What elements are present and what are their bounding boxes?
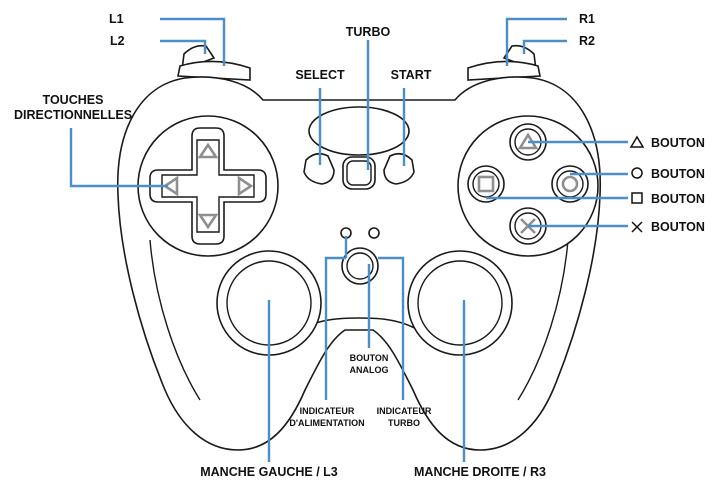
turbo-button-inner bbox=[346, 160, 372, 186]
dpad-cross[interactable] bbox=[149, 127, 267, 245]
leader-l1 bbox=[160, 17, 226, 66]
right-grip-inner-contour bbox=[517, 239, 569, 401]
left-shoulder-buttons bbox=[177, 44, 251, 81]
dpad-right-arrow-icon bbox=[237, 175, 254, 197]
circle-icon bbox=[631, 167, 643, 179]
dpad-up-arrow-icon bbox=[197, 142, 219, 159]
right-stick-label: MANCHE DROITE / R3 bbox=[414, 465, 546, 479]
turbo-indicator-label-line1: INDICATEUR bbox=[377, 406, 432, 416]
power-indicator-label-line2: D'ALIMENTATION bbox=[289, 418, 364, 428]
square-button-label: BOUTON bbox=[651, 192, 705, 206]
square-button[interactable] bbox=[467, 165, 505, 203]
cross-button-label: BOUTON bbox=[651, 220, 705, 234]
turbo-button[interactable] bbox=[342, 156, 376, 190]
square-icon bbox=[631, 192, 643, 204]
leader-r2 bbox=[522, 39, 567, 54]
leader-dpad bbox=[69, 128, 168, 188]
r2-label: R2 bbox=[579, 34, 595, 48]
leader-power bbox=[324, 236, 348, 400]
r1-bumper bbox=[467, 60, 541, 81]
select-button[interactable] bbox=[303, 152, 335, 185]
start-button[interactable] bbox=[383, 152, 415, 185]
center-bottom-contour bbox=[299, 317, 419, 331]
circle-symbol-icon bbox=[561, 175, 579, 193]
r1-label: R1 bbox=[579, 12, 595, 26]
analog-button-inner bbox=[346, 252, 374, 280]
dpad-inner bbox=[161, 139, 255, 233]
left-grip-inner-contour bbox=[149, 239, 201, 401]
leader-lines bbox=[69, 17, 628, 462]
l1-label: L1 bbox=[109, 12, 124, 26]
triangle-icon bbox=[629, 135, 645, 148]
turbo-label: TURBO bbox=[346, 25, 391, 39]
circle-button[interactable] bbox=[551, 165, 589, 203]
circle-button-label: BOUTON bbox=[651, 167, 705, 181]
right-shoulder-buttons bbox=[467, 44, 541, 81]
analog-label-line2: ANALOG bbox=[350, 365, 389, 375]
dpad-left-arrow-icon bbox=[162, 175, 179, 197]
dpad-down-arrow-icon bbox=[197, 213, 219, 230]
face-buttons-well bbox=[457, 115, 599, 257]
l2-label: L2 bbox=[110, 34, 125, 48]
square-symbol-icon bbox=[477, 175, 495, 193]
leader-r1 bbox=[505, 17, 567, 66]
right-analog-stick[interactable] bbox=[407, 250, 513, 356]
power-indicator-label-line1: INDICATEUR bbox=[300, 406, 355, 416]
cross-icon bbox=[631, 221, 643, 233]
analog-label-line1: BOUTON bbox=[350, 353, 389, 363]
turbo-indicator-led bbox=[368, 227, 380, 239]
leader-turbo-indicator bbox=[378, 256, 405, 400]
left-stick-label: MANCHE GAUCHE / L3 bbox=[200, 465, 338, 479]
leader-l2 bbox=[160, 39, 207, 54]
l1-bumper bbox=[177, 60, 251, 81]
center-logo-recess bbox=[308, 106, 410, 156]
dpad-label-line2: DIRECTIONNELLES bbox=[14, 108, 132, 122]
turbo-indicator-label-line2: TURBO bbox=[388, 418, 420, 428]
triangle-button-label: BOUTON bbox=[651, 136, 705, 150]
dpad-label-line1: TOUCHES bbox=[43, 93, 104, 107]
select-label: SELECT bbox=[295, 68, 345, 82]
start-label: START bbox=[391, 68, 432, 82]
